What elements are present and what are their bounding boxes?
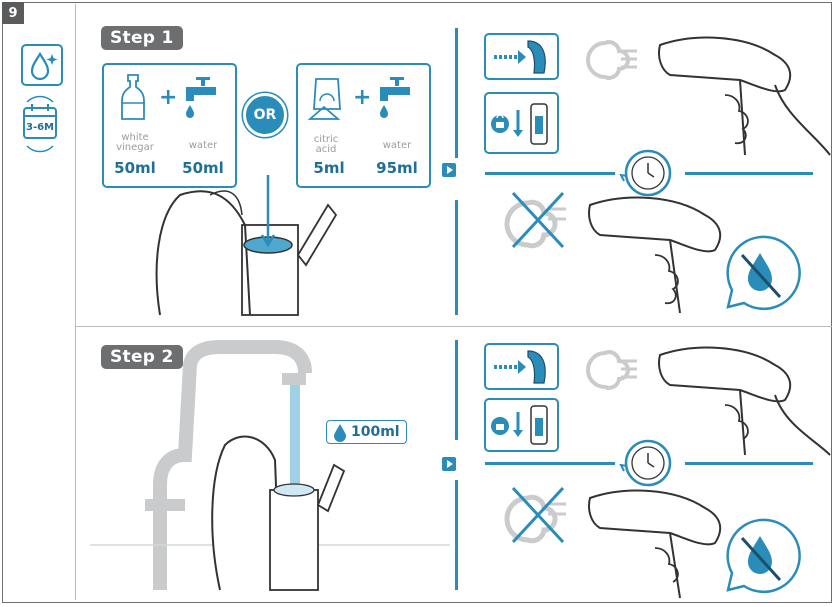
step-number: 9 [2,2,24,24]
amount-a2: 50ml [182,159,224,177]
timer-icon [619,149,672,197]
trigger-press-card-2 [484,343,559,390]
step1-label: Step 1 [101,26,183,50]
steamer-handle-illustration-3 [658,346,831,456]
next-arrow-icon-2 [442,457,456,471]
ingredient-b1: citric acid [313,134,339,155]
trigger-press-card-1 [484,33,559,80]
amount-b1: 5ml [313,159,345,177]
trigger-press-icon [494,40,546,74]
step-divider [75,326,832,327]
timer-line-left-1 [485,172,615,175]
lock-tank-card-1 [484,92,559,154]
ingredient-b2: water [382,140,412,151]
plus-sign-b: + [353,85,372,110]
ingredient-a1: white vinegar [116,132,154,153]
no-drip-icon [726,518,801,594]
water-drop-sparkle-icon [30,51,58,81]
water-amount: 100ml [351,424,400,440]
amount-a1: 50ml [114,159,156,177]
step2-label: Step 2 [101,345,183,369]
no-steam-icon [504,191,566,249]
steamer-handle-illustration-4 [588,489,722,599]
water-drop-icon [334,424,346,442]
steam-icon [586,350,637,390]
no-steam-icon [504,486,566,544]
next-arrow-icon [442,163,456,177]
timer-line-right-2 [685,462,813,465]
option-a-box: + white vinegar water 50ml 50ml [102,63,237,188]
center-divider-top [455,28,458,158]
tap-icon [186,77,216,118]
no-drip-icon [726,235,801,311]
interval-label: 3-6M [25,122,55,133]
ingredient-a2: water [188,140,218,151]
plus-sign-a: + [159,85,178,110]
sidebar-divider [75,4,76,600]
steamer-handle-illustration-2 [588,196,722,314]
water-amount-badge: 100ml [326,420,407,444]
lock-tank-card-2 [484,398,559,452]
timer-line-right-1 [685,172,813,175]
lock-tank-icon [491,405,548,445]
timer-line-left-2 [485,462,615,465]
trigger-press-icon [494,350,546,384]
faucet-illustration [90,340,450,591]
amount-b2: 95ml [376,159,418,177]
lock-tank-icon [491,103,548,145]
tap-icon [380,77,410,118]
calendar-icon [23,95,57,153]
powder-bag-icon [307,78,341,120]
center-divider-bottom2 [455,480,458,590]
steam-icon [586,40,637,80]
or-badge: OR [243,93,287,137]
steamer-handle-illustration-1 [658,36,831,156]
decanter-icon [121,74,145,120]
timer-icon [619,439,672,487]
center-divider-bottom [455,200,458,315]
calendar-card: 3-6M [21,95,59,153]
tank-illustration [155,175,338,316]
drop-sparkle-card [21,44,63,86]
center-divider-top2 [455,340,458,440]
option-b-box: + citric acid water 5ml 95ml [296,63,431,188]
